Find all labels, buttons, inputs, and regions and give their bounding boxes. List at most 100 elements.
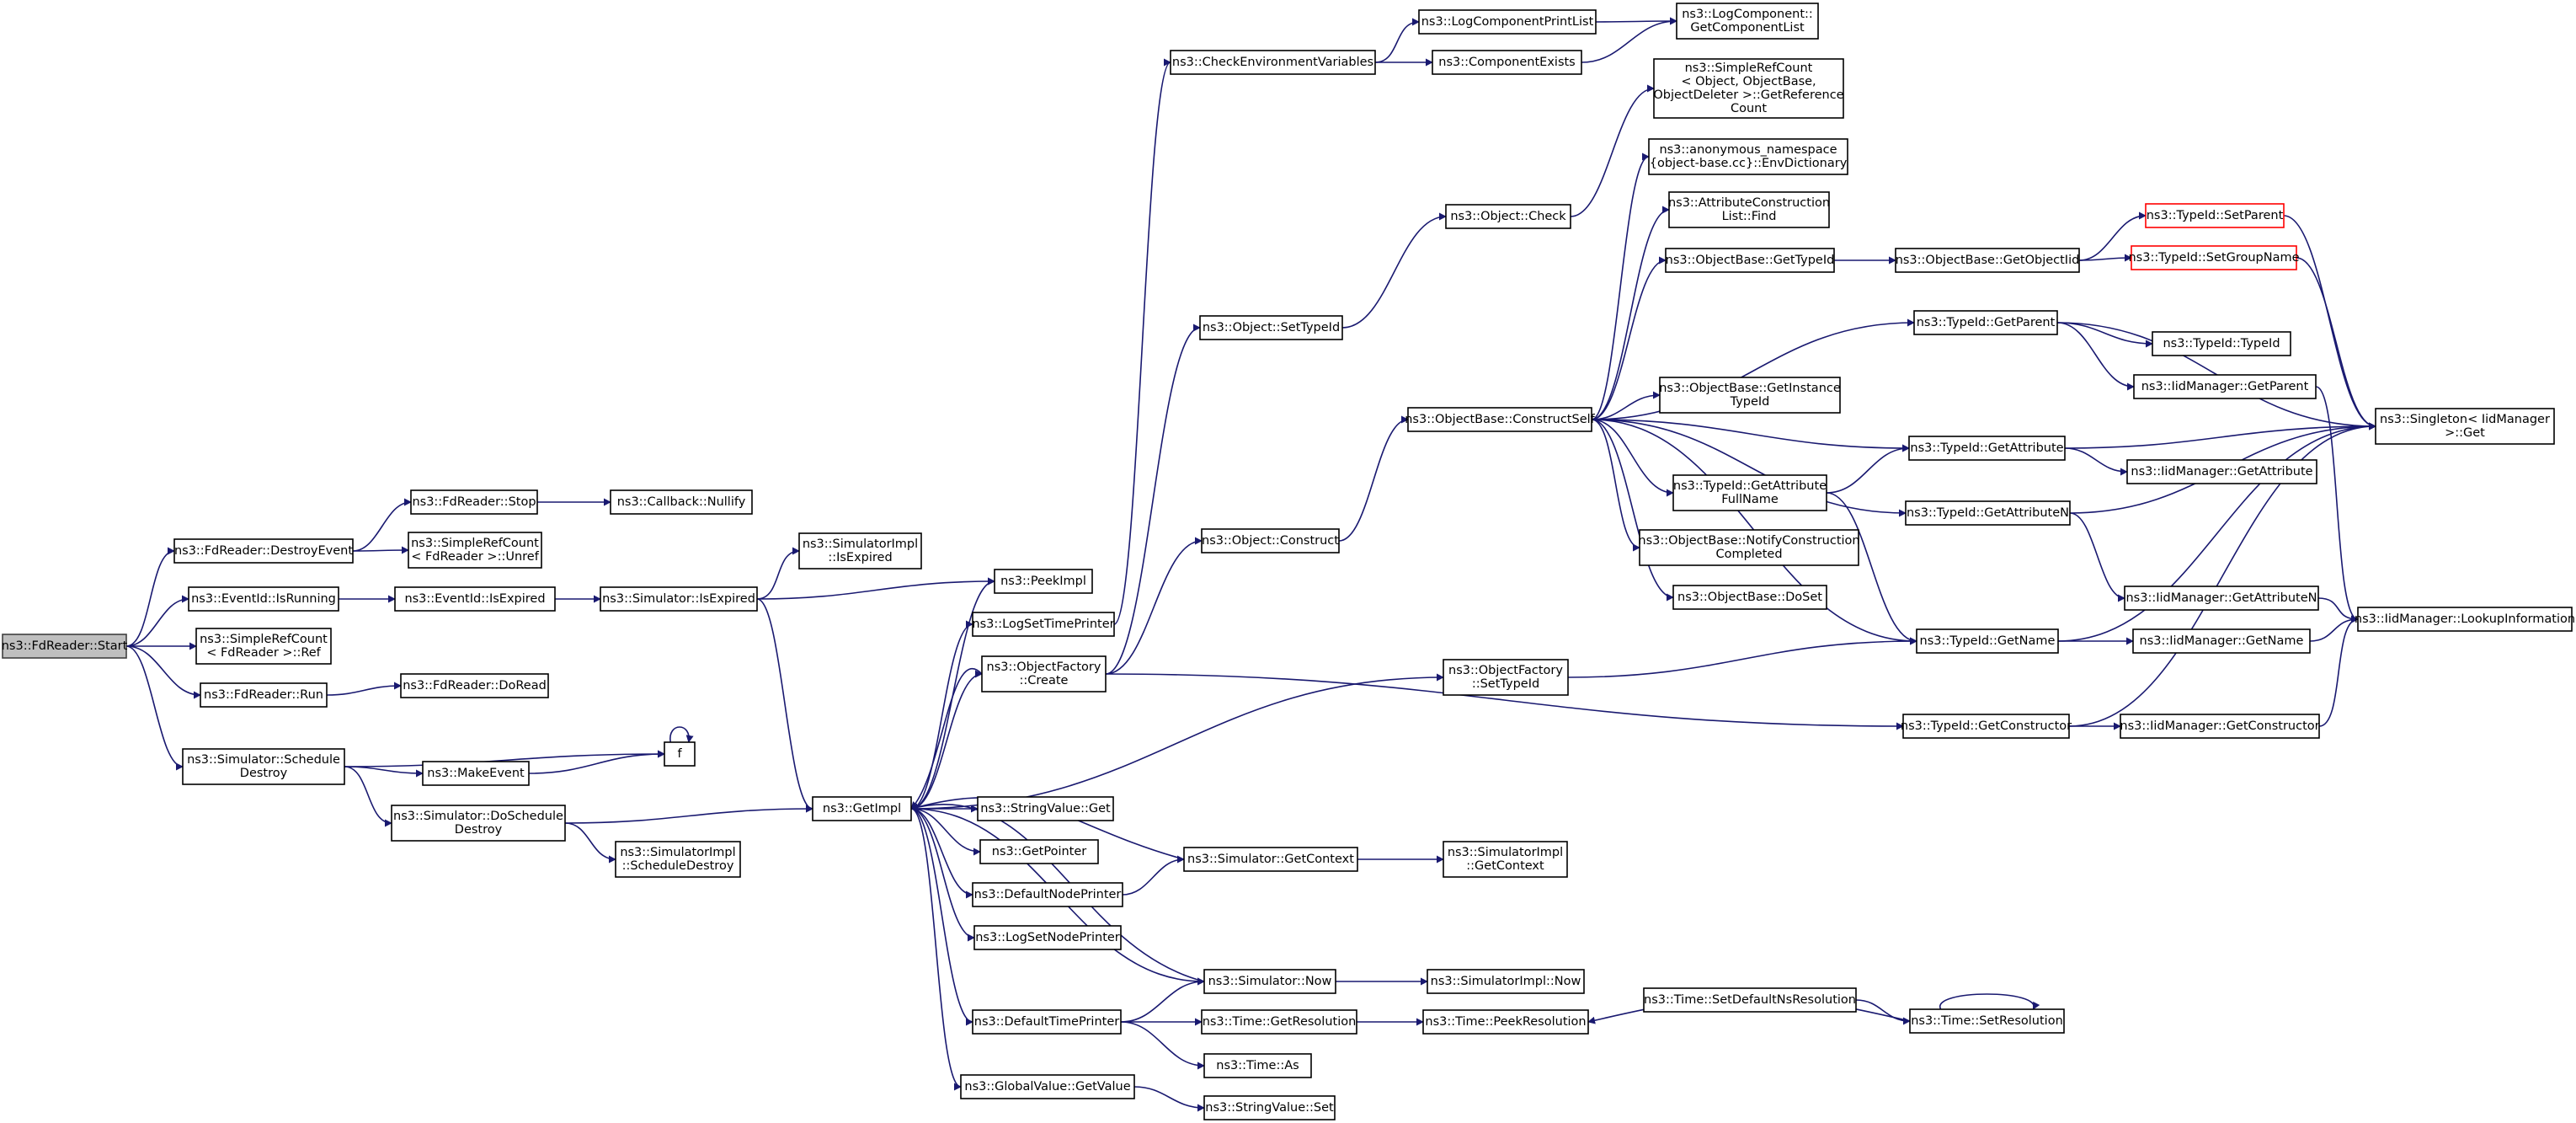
node-makeevent[interactable]: ns3::MakeEvent bbox=[422, 761, 530, 786]
node-simnow[interactable]: ns3::Simulator::Now bbox=[1203, 969, 1336, 994]
node-label: ns3::StringValue::Get bbox=[980, 802, 1111, 816]
node-iidgetparent[interactable]: ns3::IidManager::GetParent bbox=[2133, 374, 2317, 399]
node-implscheduledestroy[interactable]: ns3::SimulatorImpl::ScheduleDestroy bbox=[615, 841, 741, 878]
node-isrunning[interactable]: ns3::EventId::IsRunning bbox=[188, 586, 339, 612]
node-label: ns3::ObjectBase::DoSet bbox=[1677, 591, 1822, 604]
edge-line bbox=[1591, 419, 1674, 497]
edge-line bbox=[2064, 447, 2128, 476]
node-lookupinformation[interactable]: ns3::IidManager::LookupInformation bbox=[2355, 607, 2575, 632]
node-implnow[interactable]: ns3::SimulatorImpl::Now bbox=[1427, 969, 1585, 994]
node-stringvalueget[interactable]: ns3::StringValue::Get bbox=[977, 796, 1114, 821]
edge-line bbox=[756, 577, 995, 600]
node-objfactorycreate[interactable]: ns3::ObjectFactory::Create bbox=[981, 655, 1107, 693]
node-box bbox=[972, 882, 1123, 907]
edge-line bbox=[1120, 1021, 1205, 1070]
node-f[interactable]: f bbox=[664, 741, 696, 767]
node-scheduledestroy[interactable]: ns3::Simulator::ScheduleDestroy bbox=[182, 748, 345, 785]
node-doread[interactable]: ns3::FdReader::DoRead bbox=[400, 673, 549, 698]
node-objectsettypeid[interactable]: ns3::Object::SetTypeId bbox=[1199, 315, 1343, 340]
node-getobjectiid[interactable]: ns3::ObjectBase::GetObjectIid bbox=[1895, 248, 2080, 273]
node-timesetresolution[interactable]: ns3::Time::SetResolution bbox=[1909, 1008, 2065, 1034]
node-simgetcontext[interactable]: ns3::Simulator::GetContext bbox=[1183, 847, 1358, 872]
node-isexpired1[interactable]: ns3::EventId::IsExpired bbox=[394, 586, 556, 612]
edge-getimpl-to-logsetnodeprinter bbox=[910, 808, 975, 942]
node-iidgetname[interactable]: ns3::IidManager::GetName bbox=[2132, 628, 2311, 654]
node-implisexpired[interactable]: ns3::SimulatorImpl::IsExpired bbox=[798, 532, 922, 570]
node-defaultnodeprinter[interactable]: ns3::DefaultNodePrinter bbox=[972, 882, 1123, 907]
node-typeidgetattribute[interactable]: ns3::TypeId::GetAttribute bbox=[1908, 436, 2066, 461]
node-typeidtypeid[interactable]: ns3::TypeId::TypeId bbox=[2152, 331, 2291, 356]
edge-line bbox=[2056, 322, 2135, 391]
node-nullify[interactable]: ns3::Callback::Nullify bbox=[610, 489, 753, 515]
node-checkenv[interactable]: ns3::CheckEnvironmentVariables bbox=[1170, 50, 1376, 75]
node-destroyevent[interactable]: ns3::FdReader::DestroyEvent bbox=[173, 538, 354, 564]
edge-getobjectiid-to-typeidsetgroupname bbox=[2078, 254, 2132, 262]
node-componentexists[interactable]: ns3::ComponentExists bbox=[1432, 50, 1582, 75]
node-label: ns3::FdReader::Stop bbox=[412, 495, 536, 509]
node-logsettimeprinter[interactable]: ns3::LogSetTimePrinter bbox=[972, 612, 1115, 637]
node-notifyconstruction[interactable]: ns3::ObjectBase::NotifyConstructionCompl… bbox=[1638, 529, 1860, 566]
node-label: >::Get bbox=[2445, 426, 2485, 440]
node-label: ::SetTypeId bbox=[1472, 677, 1539, 691]
node-box bbox=[1895, 248, 2080, 273]
node-getpointer[interactable]: ns3::GetPointer bbox=[979, 839, 1099, 864]
node-singletonget[interactable]: ns3::Singleton< IidManager>::Get bbox=[2375, 408, 2555, 445]
node-run[interactable]: ns3::FdReader::Run bbox=[200, 682, 328, 708]
edge-line bbox=[528, 750, 665, 774]
node-implgetcontext[interactable]: ns3::SimulatorImpl::GetContext bbox=[1443, 841, 1568, 878]
edge-line bbox=[1567, 637, 1917, 678]
node-getreferencecount[interactable]: ns3::SimpleRefCount< Object, ObjectBase,… bbox=[1653, 58, 1844, 119]
node-setdefaultnsres[interactable]: ns3::Time::SetDefaultNsResolution bbox=[1643, 987, 1857, 1013]
node-logsetnodeprinter[interactable]: ns3::LogSetNodePrinter bbox=[973, 925, 1122, 950]
edge-doscheduledestroy-to-getimpl bbox=[564, 805, 813, 824]
node-label: List::Find bbox=[1722, 210, 1777, 223]
node-label: ns3::CheckEnvironmentVariables bbox=[1172, 56, 1373, 69]
node-box bbox=[200, 682, 328, 708]
node-envdictionary[interactable]: ns3::anonymous_namespace{object-base.cc}… bbox=[1648, 138, 1848, 175]
node-stringvalueset[interactable]: ns3::StringValue::Set bbox=[1203, 1095, 1336, 1120]
node-logcomponentprintlist[interactable]: ns3::LogComponentPrintList bbox=[1418, 9, 1597, 35]
node-refcountref[interactable]: ns3::SimpleRefCount< FdReader >::Ref bbox=[195, 628, 332, 665]
node-getimpl[interactable]: ns3::GetImpl bbox=[812, 796, 912, 821]
node-objbasegettypeid[interactable]: ns3::ObjectBase::GetTypeId bbox=[1665, 248, 1835, 273]
node-peekresolution[interactable]: ns3::Time::PeekResolution bbox=[1422, 1009, 1589, 1035]
node-start[interactable]: ns3::FdReader::Start bbox=[2, 634, 128, 659]
node-typeidsetparent[interactable]: ns3::TypeId::SetParent bbox=[2145, 203, 2285, 228]
node-typeidgetparent[interactable]: ns3::TypeId::GetParent bbox=[1913, 310, 2058, 335]
node-unref[interactable]: ns3::SimpleRefCount< FdReader >::Unref bbox=[408, 532, 542, 569]
node-iidgetattribute[interactable]: ns3::IidManager::GetAttribute bbox=[2126, 459, 2317, 484]
edge-line bbox=[125, 595, 189, 647]
node-stop[interactable]: ns3::FdReader::Stop bbox=[410, 489, 538, 515]
edge-line bbox=[2064, 422, 2376, 449]
node-typeidgetconstructor[interactable]: ns3::TypeId::GetConstructor bbox=[1901, 714, 2072, 739]
node-doset[interactable]: ns3::ObjectBase::DoSet bbox=[1672, 585, 1827, 610]
node-objfactorysettypeid[interactable]: ns3::ObjectFactory::SetTypeId bbox=[1443, 659, 1569, 696]
node-typeidgetattributen[interactable]: ns3::TypeId::GetAttributeN bbox=[1905, 500, 2071, 526]
node-typeidgetname[interactable]: ns3::TypeId::GetName bbox=[1916, 628, 2059, 654]
node-globalvaluegetvalue[interactable]: ns3::GlobalValue::GetValue bbox=[960, 1074, 1135, 1099]
node-label: f bbox=[677, 747, 682, 761]
edge-line bbox=[1939, 993, 2040, 1010]
node-box bbox=[2133, 374, 2317, 399]
node-timeas[interactable]: ns3::Time::As bbox=[1203, 1053, 1312, 1078]
node-typeidsetgroupname[interactable]: ns3::TypeId::SetGroupName bbox=[2128, 245, 2300, 270]
node-label: ns3::Time::PeekResolution bbox=[1425, 1015, 1586, 1029]
node-constructself[interactable]: ns3::ObjectBase::ConstructSelf bbox=[1405, 407, 1596, 432]
node-box bbox=[1183, 847, 1358, 872]
node-label: Destroy bbox=[240, 767, 288, 780]
node-getcomponentlist[interactable]: ns3::LogComponent::GetComponentList bbox=[1676, 3, 1819, 40]
node-objectconstruct[interactable]: ns3::Object::Construct bbox=[1201, 528, 1340, 553]
node-timegetresolution[interactable]: ns3::Time::GetResolution bbox=[1201, 1009, 1357, 1035]
node-iidgetattributen[interactable]: ns3::IidManager::GetAttributeN bbox=[2124, 586, 2319, 611]
node-objectcheck[interactable]: ns3::Object::Check bbox=[1445, 204, 1571, 229]
edge-simisexpired-to-peekimpl bbox=[756, 577, 995, 600]
node-iidgetconstructor[interactable]: ns3::IidManager::GetConstructor bbox=[2120, 714, 2320, 739]
node-simisexpired[interactable]: ns3::Simulator::IsExpired bbox=[600, 586, 758, 612]
node-defaulttimeprinter[interactable]: ns3::DefaultTimePrinter bbox=[972, 1009, 1122, 1035]
node-peekimpl[interactable]: ns3::PeekImpl bbox=[994, 569, 1093, 594]
node-box bbox=[1407, 407, 1592, 432]
